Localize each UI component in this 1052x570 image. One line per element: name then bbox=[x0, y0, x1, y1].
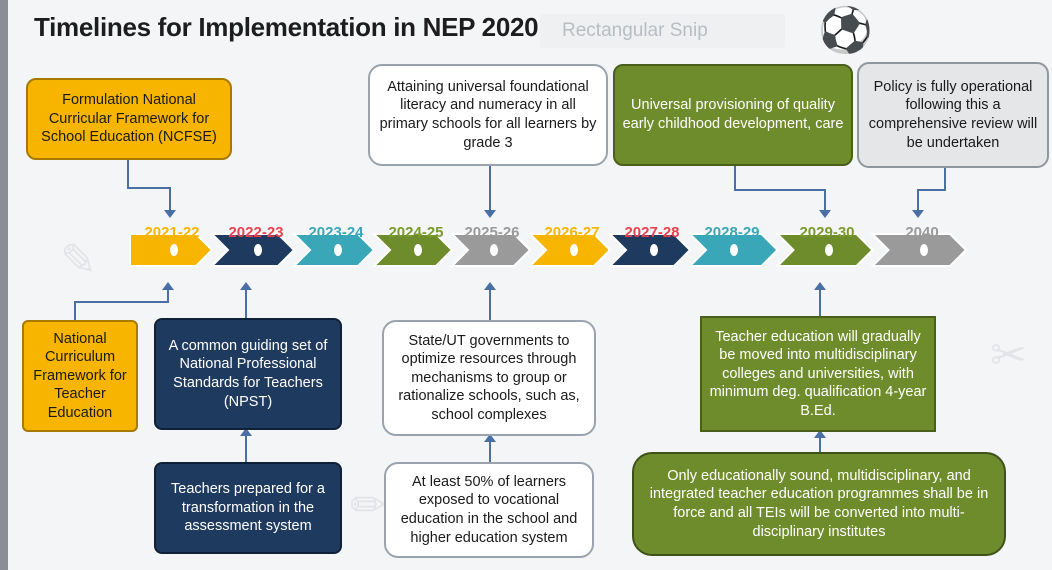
year-label: 2040 bbox=[905, 224, 939, 241]
arrowhead bbox=[162, 282, 174, 290]
arrowhead bbox=[240, 282, 252, 290]
timeline-dot bbox=[170, 244, 178, 256]
box-fully-operational: Policy is fully operational following th… bbox=[857, 62, 1049, 168]
box-teacher-education: Teacher education will gradually be move… bbox=[700, 316, 936, 432]
box-tei: Only educationally sound, multidisciplin… bbox=[632, 452, 1006, 556]
year-label: 2026-27 bbox=[544, 224, 600, 241]
timeline-dot bbox=[254, 244, 262, 256]
arrowhead bbox=[814, 282, 826, 290]
box-npst: A common guiding set of National Profess… bbox=[154, 318, 342, 430]
timeline-segment bbox=[371, 233, 454, 267]
timeline-dot bbox=[490, 244, 498, 256]
window-edge bbox=[0, 0, 8, 570]
arrowhead bbox=[819, 210, 831, 218]
background-doodle-icon: ✎ bbox=[60, 235, 97, 286]
year-label: 2021-22 bbox=[144, 224, 200, 241]
timeline-dot bbox=[730, 244, 738, 256]
timeline-dot bbox=[570, 244, 578, 256]
timeline-dot bbox=[920, 244, 928, 256]
arrowhead bbox=[814, 430, 826, 438]
year-label: 2024-25 bbox=[388, 224, 444, 241]
year-label: 2022-23 bbox=[228, 224, 284, 241]
timeline-segment bbox=[209, 233, 296, 267]
arrowhead bbox=[484, 434, 496, 442]
timeline-dot bbox=[414, 244, 422, 256]
background-doodle-icon: ⚽ bbox=[818, 5, 873, 56]
arrowhead bbox=[240, 428, 252, 436]
page-title: Timelines for Implementation in NEP 2020 bbox=[34, 12, 539, 42]
year-label: 2029-30 bbox=[799, 224, 855, 241]
box-ncfse: Formulation National Curricular Framewor… bbox=[26, 78, 232, 160]
arrowhead bbox=[912, 210, 924, 218]
background-doodle-icon: ✏ bbox=[350, 480, 387, 531]
box-ecce: Universal provisioning of quality early … bbox=[613, 64, 853, 166]
background-doodle-icon: ✂ bbox=[990, 330, 1027, 381]
connector-line bbox=[74, 286, 169, 320]
timeline-dot bbox=[825, 244, 833, 256]
arrowhead bbox=[164, 210, 176, 218]
box-school-complexes: State/UT governments to optimize resourc… bbox=[382, 320, 596, 436]
year-label: 2023-24 bbox=[308, 224, 364, 241]
box-ncfte: National Curriculum Framework for Teache… bbox=[22, 320, 138, 432]
connector-line bbox=[734, 166, 826, 212]
timeline-segment bbox=[870, 233, 968, 267]
timeline-dot bbox=[650, 244, 658, 256]
timeline-dot bbox=[334, 244, 342, 256]
connector-line bbox=[127, 158, 171, 212]
arrowheads bbox=[162, 210, 924, 442]
year-label: 2028-29 bbox=[704, 224, 760, 241]
arrowhead bbox=[484, 282, 496, 290]
box-assessment: Teachers prepared for a transformation i… bbox=[154, 462, 342, 554]
box-vocational: At least 50% of learners exposed to voca… bbox=[384, 462, 594, 558]
year-label: 2027-28 bbox=[624, 224, 680, 241]
arrowhead bbox=[484, 210, 496, 218]
connectors bbox=[74, 158, 946, 462]
year-label: 2025-26 bbox=[464, 224, 520, 241]
snip-tool-label[interactable]: Rectangular Snip bbox=[540, 14, 785, 48]
box-foundational-literacy: Attaining universal foundational literac… bbox=[368, 64, 608, 166]
connector-line bbox=[917, 166, 946, 212]
timeline-track bbox=[129, 233, 968, 267]
